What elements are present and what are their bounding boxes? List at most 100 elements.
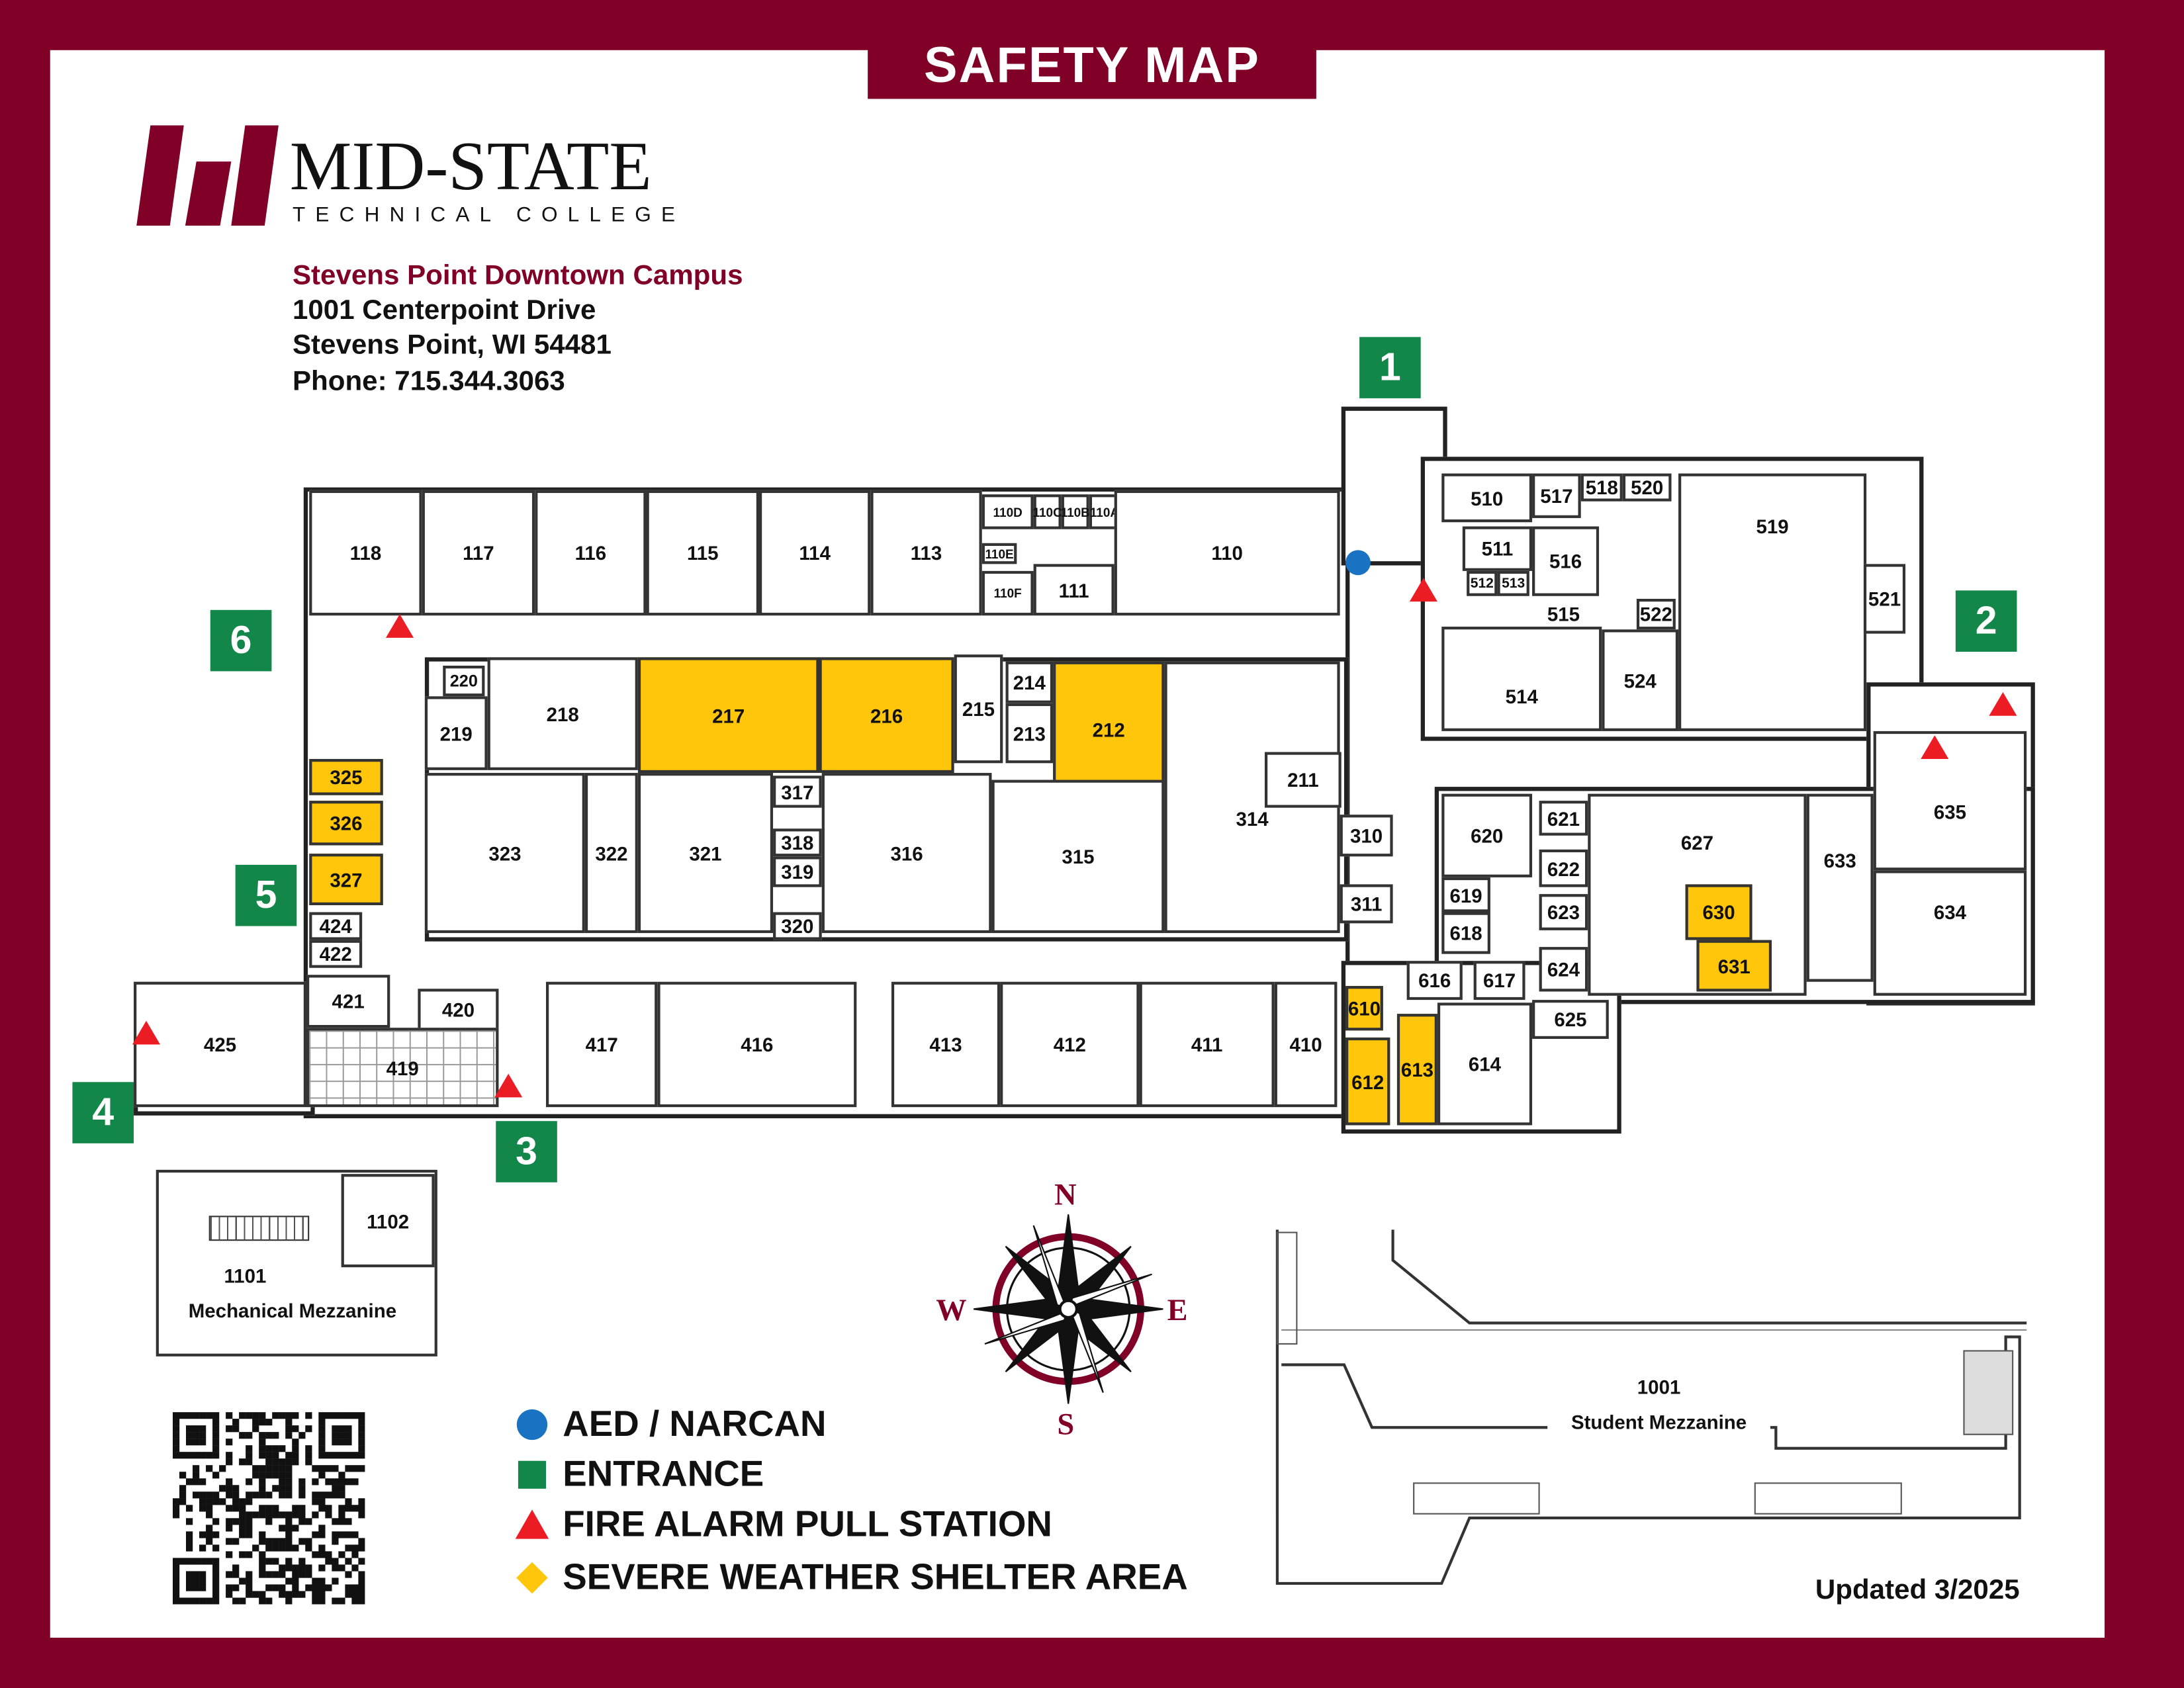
qr-module — [332, 1577, 339, 1585]
qr-module — [239, 1551, 246, 1558]
qr-module — [358, 1432, 365, 1439]
qr-module — [285, 1558, 293, 1565]
qr-module — [312, 1551, 319, 1558]
qr-module — [206, 1511, 213, 1519]
room: 617 — [1473, 961, 1525, 1000]
qr-module — [186, 1538, 193, 1545]
room: 315 — [991, 779, 1165, 934]
qr-module — [325, 1511, 332, 1519]
qr-module — [279, 1491, 286, 1499]
qr-module — [232, 1564, 240, 1572]
qr-module — [345, 1518, 352, 1525]
qr-module — [332, 1452, 339, 1459]
qr-module — [193, 1558, 200, 1565]
entrance-marker-3: 3 — [496, 1121, 557, 1182]
qr-module — [259, 1452, 266, 1459]
qr-module — [318, 1432, 326, 1439]
qr-module — [199, 1558, 206, 1565]
logo-subtitle: TECHNICAL COLLEGE — [292, 203, 686, 228]
qr-module — [285, 1419, 293, 1426]
legend-label: AED / NARCAN — [563, 1402, 827, 1444]
qr-module — [305, 1584, 312, 1591]
qr-module — [179, 1472, 187, 1479]
qr-module — [338, 1472, 345, 1479]
shelter-room: 613 — [1396, 1014, 1437, 1126]
room: 310 — [1340, 815, 1393, 857]
qr-module — [345, 1498, 352, 1505]
qr-module — [259, 1591, 266, 1598]
qr-module — [345, 1591, 352, 1598]
qr-module — [172, 1564, 180, 1572]
room: 214 — [1005, 661, 1054, 703]
qr-module — [186, 1531, 193, 1538]
qr-module — [332, 1432, 339, 1439]
qr-module — [298, 1571, 306, 1578]
qr-module — [345, 1544, 352, 1552]
qr-module — [318, 1531, 326, 1538]
qr-module — [246, 1458, 253, 1466]
qr-module — [193, 1465, 200, 1472]
qr-module — [239, 1531, 246, 1538]
qr-module — [239, 1518, 246, 1525]
qr-module — [212, 1432, 220, 1439]
qr-module — [279, 1445, 286, 1452]
qr-module — [305, 1544, 312, 1552]
room: 115 — [646, 490, 760, 616]
qr-module — [345, 1571, 352, 1578]
qr-module — [239, 1511, 246, 1519]
qr-module — [338, 1452, 345, 1459]
qr-module — [272, 1432, 279, 1439]
qr-module — [259, 1419, 266, 1426]
qr-module — [206, 1525, 213, 1532]
qr-module — [318, 1425, 326, 1433]
qr-module — [239, 1498, 246, 1505]
room: 218 — [487, 657, 638, 770]
qr-module — [338, 1478, 345, 1486]
room: 619 — [1441, 877, 1490, 912]
room: 417 — [546, 981, 658, 1108]
qr-module — [246, 1498, 253, 1505]
qr-module — [345, 1478, 352, 1486]
qr-module — [186, 1412, 193, 1419]
room: 516 — [1532, 526, 1600, 596]
qr-module — [212, 1571, 220, 1578]
qr-module — [292, 1505, 299, 1512]
qr-module — [232, 1491, 240, 1499]
fire-alarm-icon — [1409, 578, 1437, 602]
qr-module — [332, 1564, 339, 1572]
qr-module — [206, 1558, 213, 1565]
qr-module — [358, 1511, 365, 1519]
room: 522 — [1636, 598, 1676, 630]
room: 420 — [418, 989, 499, 1031]
qr-module — [199, 1584, 206, 1591]
qr-module — [226, 1551, 233, 1558]
qr-module — [345, 1531, 352, 1538]
qr-module — [345, 1558, 352, 1565]
qr-module — [272, 1538, 279, 1545]
qr-module — [312, 1577, 319, 1585]
qr-module — [226, 1425, 233, 1433]
qr-module — [186, 1544, 193, 1552]
qr-module — [219, 1465, 226, 1472]
qr-module — [298, 1485, 306, 1492]
qr-module — [246, 1445, 253, 1452]
qr-module — [298, 1511, 306, 1519]
qr-module — [292, 1577, 299, 1585]
room: 520 — [1622, 473, 1672, 502]
qr-module — [259, 1412, 266, 1419]
qr-module — [199, 1597, 206, 1605]
qr-module — [232, 1425, 240, 1433]
qr-module — [246, 1551, 253, 1558]
qr-module — [351, 1584, 359, 1591]
qr-module — [193, 1491, 200, 1499]
phone-number: Phone: 715.344.3063 — [292, 366, 565, 397]
qr-module — [265, 1458, 273, 1466]
qr-module — [259, 1551, 266, 1558]
qr-module — [318, 1412, 326, 1419]
qr-module — [212, 1452, 220, 1459]
green-square-icon — [516, 1457, 549, 1491]
qr-module — [351, 1465, 359, 1472]
qr-code[interactable] — [172, 1412, 365, 1605]
qr-module — [305, 1425, 312, 1433]
qr-module — [298, 1518, 306, 1525]
